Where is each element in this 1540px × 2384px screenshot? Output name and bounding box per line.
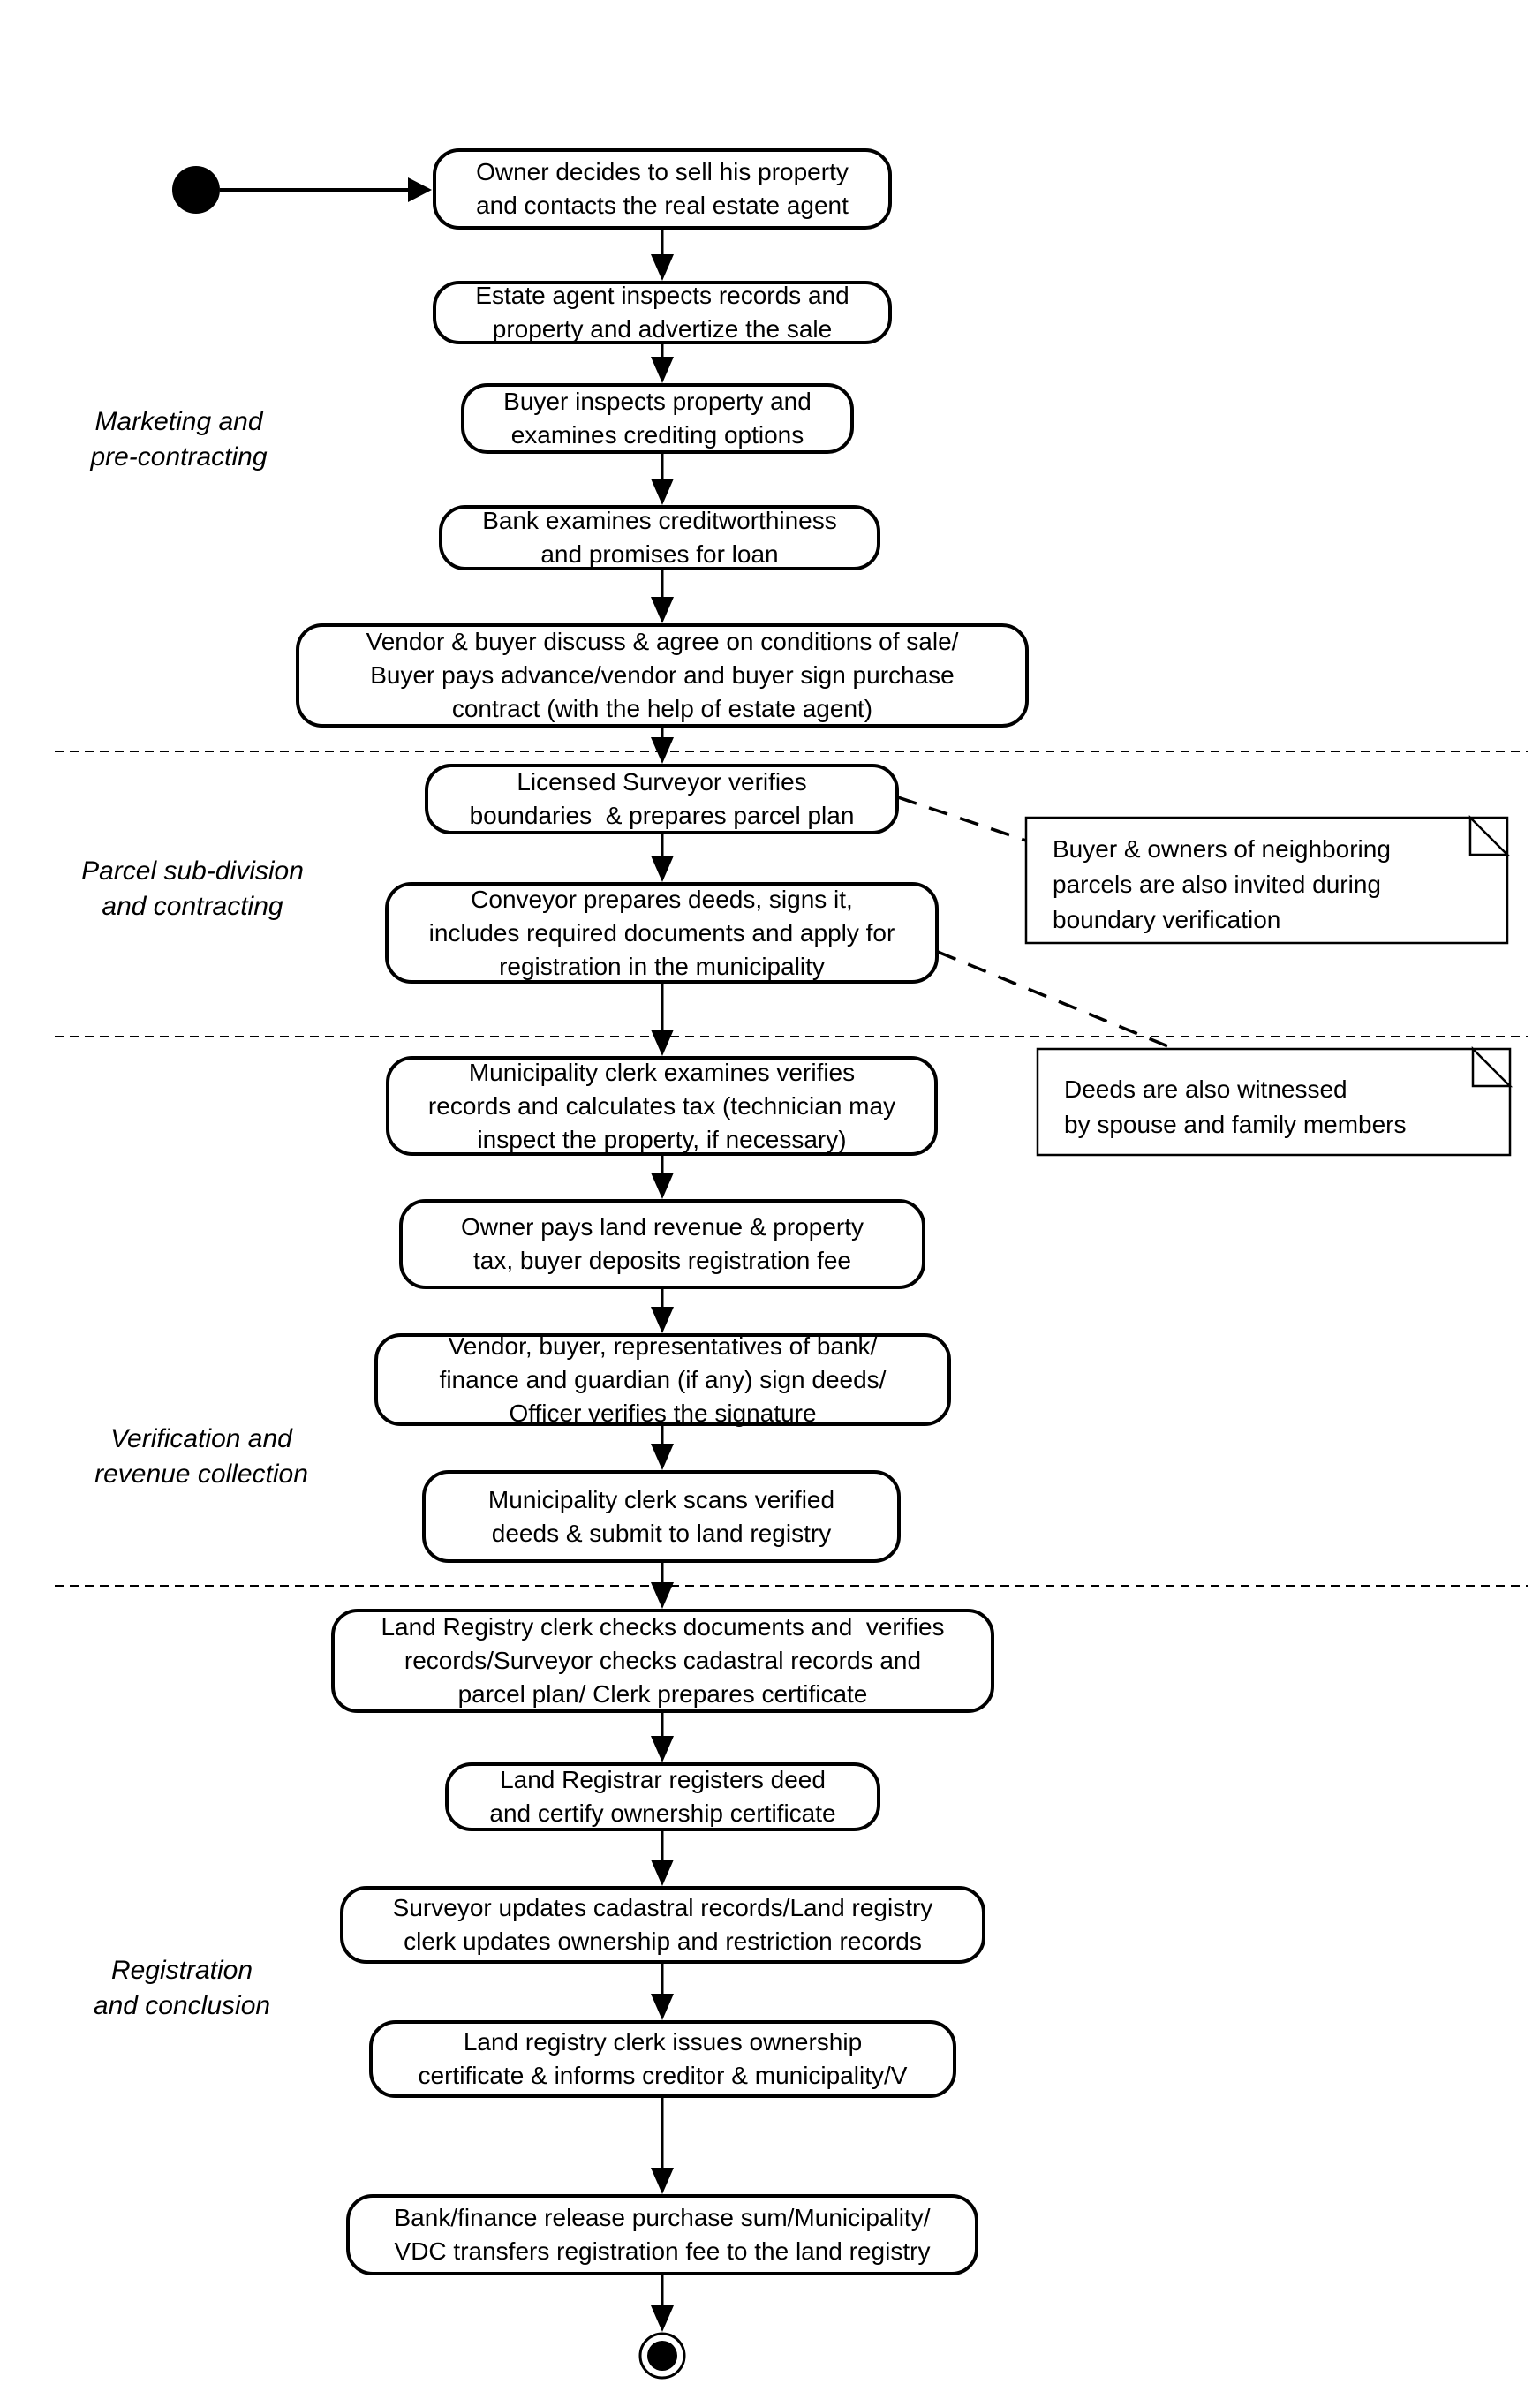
phase-label-verification: Verification and revenue collection [94, 1424, 308, 1489]
activity-buyer-inspects-property: Buyer inspects property and examines cre… [461, 383, 854, 454]
arrowhead-icon [651, 2305, 674, 2332]
phase-label-marketing: Marketing and pre-contracting [90, 407, 268, 472]
arrowhead-icon [408, 177, 432, 202]
activity-registrar-registers-deed: Land Registrar registers deed and certif… [445, 1762, 880, 1831]
final-node-icon [647, 2341, 677, 2371]
activity-municipality-clerk-examines: Municipality clerk examines verifies rec… [386, 1056, 938, 1156]
arrowhead-icon [651, 1307, 674, 1333]
activity-clerk-scans-deeds: Municipality clerk scans verified deeds … [422, 1470, 901, 1563]
activity-surveyor-updates-records: Surveyor updates cadastral records/Land … [340, 1886, 985, 1964]
note-boundary-verification: Buyer & owners of neighboring parcels ar… [1053, 835, 1391, 933]
phase-label-registration: Registration and conclusion [93, 1956, 271, 2020]
arrowhead-icon [651, 597, 674, 623]
flow-arrows [651, 230, 674, 2332]
note-deeds-witnessed: Deeds are also witnessed by spouse and f… [1064, 1075, 1407, 1138]
note-fold-icon [1468, 814, 1511, 856]
arrowhead-icon [651, 1736, 674, 1762]
arrowhead-icon [651, 479, 674, 505]
arrowhead-icon [651, 1994, 674, 2020]
arrowhead-icon [651, 357, 674, 383]
activity-estate-agent-inspects: Estate agent inspects records and proper… [433, 281, 892, 344]
activity-clerk-issues-certificate: Land registry clerk issues ownership cer… [369, 2020, 956, 2098]
arrowhead-icon [651, 737, 674, 764]
arrowhead-icon [651, 1860, 674, 1886]
arrowhead-icon [651, 2168, 674, 2194]
arrowhead-icon [651, 1444, 674, 1470]
note-connector-line [897, 796, 1027, 842]
activity-bank-releases-sum: Bank/finance release purchase sum/Munici… [346, 2194, 978, 2275]
arrowhead-icon [651, 856, 674, 882]
activity-owner-decides-to-sell: Owner decides to sell his property and c… [433, 148, 892, 230]
arrowhead-icon [651, 1582, 674, 1609]
arrowhead-icon [651, 1173, 674, 1199]
note-connector-line [937, 950, 1175, 1051]
activity-conveyor-prepares-deeds: Conveyor prepares deeds, signs it, inclu… [385, 882, 939, 984]
note-shape [1036, 1047, 1512, 1157]
note-shapes [1024, 814, 1514, 1157]
activity-surveyor-verifies: Licensed Surveyor verifies boundaries & … [425, 764, 899, 834]
initial-node-icon [172, 166, 220, 214]
arrowhead-icon [651, 1030, 674, 1056]
arrowhead-icon [651, 254, 674, 281]
activity-vendor-buyer-agree: Vendor & buyer discuss & agree on condit… [296, 623, 1029, 728]
activity-parties-sign-deeds: Vendor, buyer, representatives of bank/ … [374, 1332, 951, 1427]
activity-registry-clerk-checks: Land Registry clerk checks documents and… [331, 1609, 994, 1713]
note-shape [1024, 816, 1509, 945]
note-fold-icon [1471, 1045, 1514, 1088]
activity-owner-pays-revenue: Owner pays land revenue & property tax, … [399, 1199, 925, 1289]
phase-label-parcel: Parcel sub-division and contracting [81, 856, 304, 921]
activity-bank-examines-credit: Bank examines creditworthiness and promi… [439, 505, 880, 570]
